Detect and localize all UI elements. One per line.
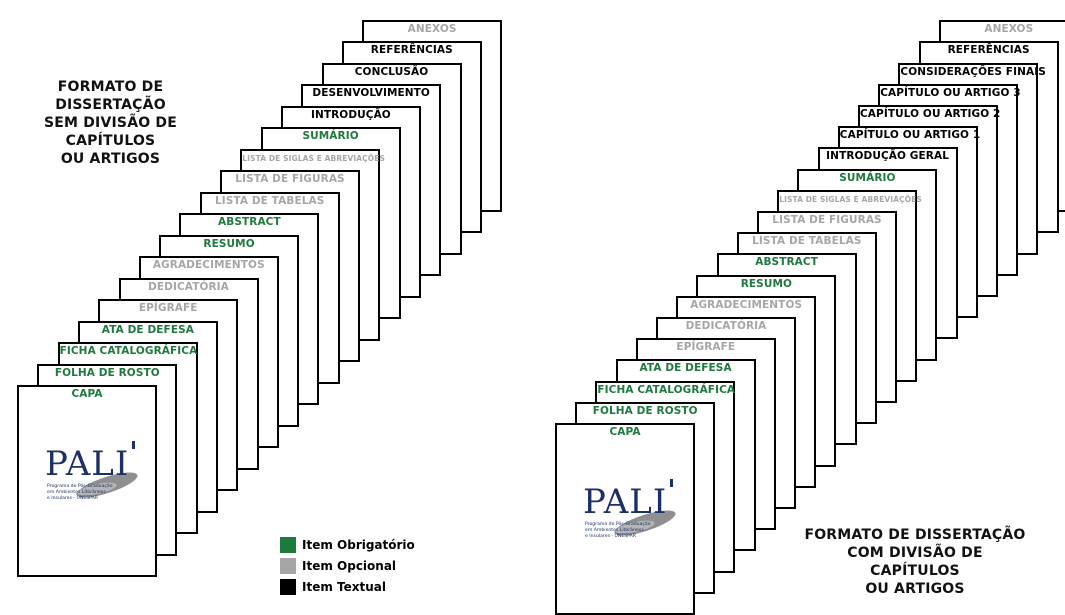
legend-label: Item Obrigatório <box>302 538 415 552</box>
pali-logo-graphic: PALI Programa de Pós-Graduação em Ambien… <box>45 441 138 501</box>
page-label: LISTA DE SIGLAS E ABREVIAÇÕES <box>779 194 922 204</box>
page-label: ATA DE DEFESA <box>639 362 732 375</box>
page-label: FOLHA DE ROSTO <box>592 404 698 417</box>
textual-swatch <box>280 579 296 595</box>
right-page-capa: CAPA PALI Programa de Pós-Graduação em A… <box>555 423 695 615</box>
page-label: FICHA CATALOGRÁFICA <box>597 383 736 396</box>
page-label: DEDICATÓRIA <box>685 320 767 332</box>
page-label: DESENVOLVIMENTO <box>312 87 430 99</box>
page-label: CONSIDERAÇÕES FINAIS <box>900 65 1046 78</box>
legend-label: Item Textual <box>302 580 386 594</box>
left-page-capa: CAPA PALI Programa de Pós-Graduação em A… <box>17 385 157 577</box>
logo-caption-1: em Ambientes Litorâneos <box>585 526 644 533</box>
page-label: INTRODUÇÃO <box>310 108 391 121</box>
page-label: CAPÍTULO OU ARTIGO 3 <box>880 86 1021 99</box>
page-label: LISTA DE FIGURAS <box>235 173 345 185</box>
legend-item-optional: Item Opcional <box>280 557 415 575</box>
page-label: FICHA CATALOGRÁFICA <box>59 345 198 357</box>
left-title-line: FORMATO DE DISSERTAÇÃO <box>55 79 166 113</box>
left-title-line: OU ARTIGOS <box>60 151 161 167</box>
pali-logo-graphic: PALI Programa de Pós-Graduação em Ambien… <box>583 479 676 539</box>
page-label: LISTA DE TABELAS <box>752 235 862 248</box>
page-label: RESUMO <box>203 237 255 250</box>
left-diagram-title: FORMATO DE DISSERTAÇÃO SEM DIVISÃO DE CA… <box>8 78 213 168</box>
page-label: CAPA <box>71 388 103 400</box>
page-label: AGRADECIMENTOS <box>152 259 265 271</box>
legend: Item Obrigatório Item Opcional Item Text… <box>280 536 415 599</box>
page-label: ANEXOS <box>984 23 1034 36</box>
page-label: LISTA DE TABELAS <box>214 194 325 207</box>
page-label: EPÍGRAFE <box>138 302 198 314</box>
optional-swatch <box>280 558 296 574</box>
right-title-line: OU ARTIGOS <box>865 581 965 597</box>
pali-logo: PALI Programa de Pós-Graduação em Ambien… <box>579 477 683 555</box>
logo-caption-0: Programa de Pós-Graduação <box>47 482 113 489</box>
page-label: ABSTRACT <box>218 216 281 228</box>
right-title-line: FORMATO DE DISSERTAÇÃO <box>804 527 1026 543</box>
page-label: RESUMO <box>740 277 793 290</box>
page-label: DEDICATÓRIA <box>148 280 229 293</box>
page-label: AGRADECIMENTOS <box>690 298 803 311</box>
logo-caption-2: e Insulares - UNESPAR <box>47 495 99 501</box>
legend-item-textual: Item Textual <box>280 578 415 596</box>
page-label: ABSTRACT <box>755 256 818 269</box>
page-label: CAPÍTULO OU ARTIGO 2 <box>860 108 1001 120</box>
page-label: ATA DE DEFESA <box>101 323 194 336</box>
page-label: ANEXOS <box>407 22 457 35</box>
logo-wordmark: PALI <box>45 444 129 484</box>
page-label: INTRODUÇÃO GERAL <box>826 150 949 163</box>
page-label: SUMÁRIO <box>302 130 359 142</box>
page-label: CONCLUSÃO <box>354 65 429 78</box>
page-label: SUMÁRIO <box>839 171 896 184</box>
page-label: CAPA <box>609 426 641 438</box>
mandatory-swatch <box>280 537 296 553</box>
legend-label: Item Opcional <box>302 559 397 573</box>
right-diagram-title: FORMATO DE DISSERTAÇÃO COM DIVISÃO DE CA… <box>800 526 1030 598</box>
right-title-line: COM DIVISÃO DE CAPÍTULOS <box>847 545 983 579</box>
legend-item-mandatory: Item Obrigatório <box>280 536 415 554</box>
page-label: REFERÊNCIAS <box>370 44 453 56</box>
page-label: EPÍGRAFE <box>676 341 736 354</box>
page-label: LISTA DE FIGURAS <box>772 214 882 226</box>
logo-wordmark: PALI <box>583 482 667 522</box>
page-label: CAPÍTULO OU ARTIGO 1 <box>839 129 981 142</box>
left-title-line: SEM DIVISÃO DE CAPÍTULOS <box>43 115 177 149</box>
page-label: LISTA DE SIGLAS E ABREVIAÇÕES <box>242 153 385 163</box>
logo-caption-2: e Insulares - UNESPAR <box>585 533 637 539</box>
pali-logo: PALI Programa de Pós-Graduação em Ambien… <box>41 439 145 517</box>
page-label: FOLHA DE ROSTO <box>54 366 160 379</box>
page-label: REFERÊNCIAS <box>947 44 1030 57</box>
logo-caption-1: em Ambientes Litorâneos <box>47 488 106 495</box>
logo-caption-0: Programa de Pós-Graduação <box>585 520 651 527</box>
